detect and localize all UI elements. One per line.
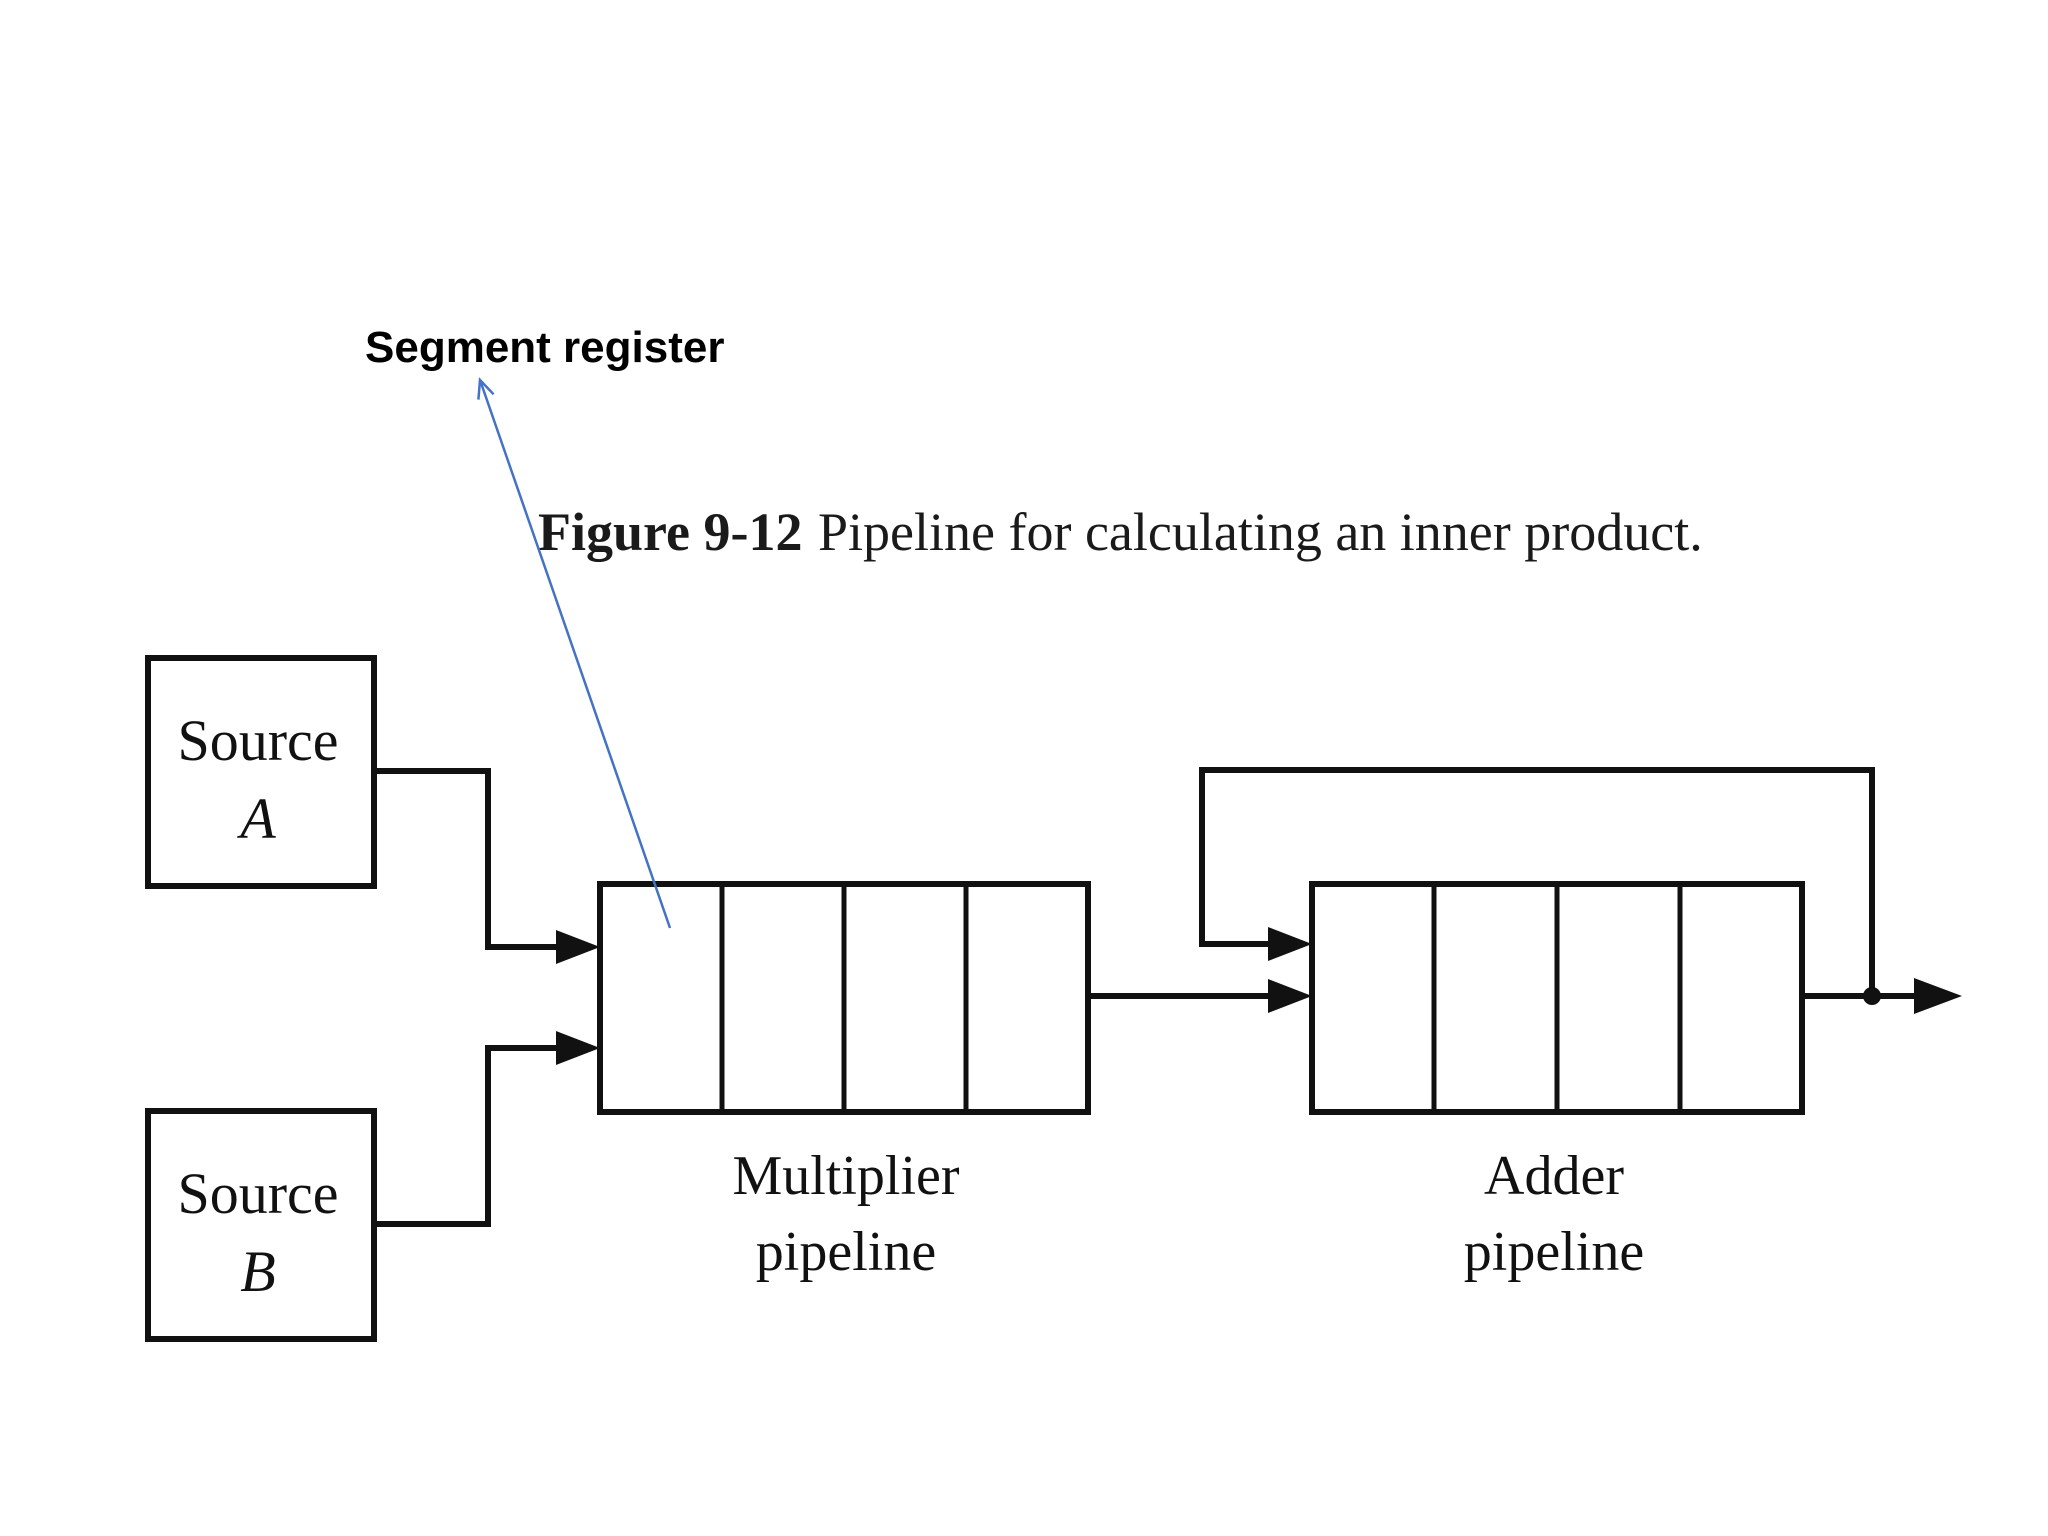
adder-label-line1: Adder [1484, 1145, 1624, 1207]
figure-number: Figure 9-12 [538, 502, 802, 562]
figure-caption: Figure 9-12 Pipeline for calculating an … [538, 502, 1703, 562]
arrow-source-b [556, 1031, 600, 1065]
arrow-output [1914, 978, 1962, 1014]
figure-title: Pipeline for calculating an inner produc… [818, 502, 1703, 562]
arrow-source-a [556, 930, 600, 964]
adder-label-line2: pipeline [1464, 1221, 1644, 1283]
wire-source-a [374, 768, 558, 950]
junction-dot [1863, 987, 1881, 1005]
arrow-feedback-into-adder [1268, 927, 1312, 961]
adder-pipeline [1309, 881, 1805, 1115]
multiplier-label-line2: pipeline [756, 1221, 936, 1283]
source-a-letter: A [236, 786, 276, 851]
segment-register-label: Segment register [365, 323, 724, 372]
wire-source-b [374, 1045, 558, 1227]
pointer-arrowhead-icon [477, 377, 495, 400]
arrow-into-adder [1268, 979, 1312, 1013]
segment-register-pointer [478, 379, 672, 929]
source-b-box: Source B [145, 1108, 377, 1342]
multiplier-pipeline [597, 881, 1091, 1115]
source-a-word: Source [177, 708, 338, 773]
source-a-box: Source A [145, 655, 377, 889]
multiplier-label-line1: Multiplier [732, 1145, 959, 1207]
source-b-word: Source [177, 1161, 338, 1226]
source-b-letter: B [240, 1239, 275, 1304]
wire-feedback-loop [1199, 767, 1875, 996]
